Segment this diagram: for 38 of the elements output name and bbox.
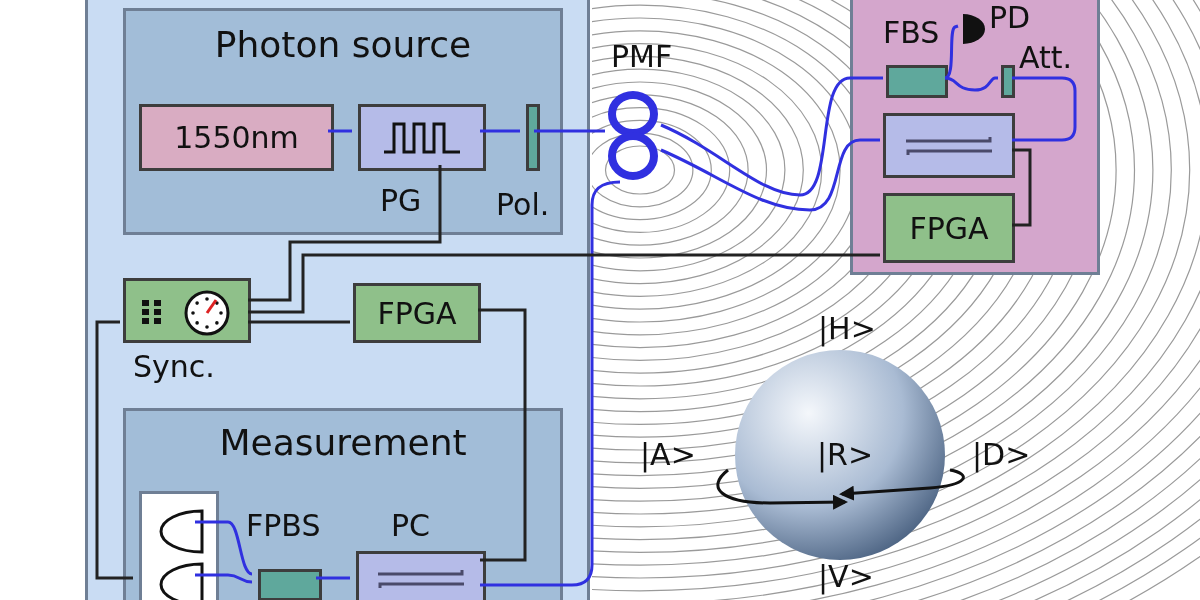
signal-cable [248, 320, 350, 324]
optical-fiber [944, 24, 959, 80]
signal-cable [478, 308, 527, 562]
panel [123, 408, 563, 600]
optical-fiber [316, 576, 350, 580]
panel-title: Measurement [218, 425, 468, 461]
optical-fiber [195, 520, 253, 576]
component-label: FBS [883, 18, 940, 48]
optical-fiber [944, 76, 998, 92]
component-label: Att. [1019, 43, 1073, 73]
optical-fiber [480, 129, 520, 133]
optical-fiber [660, 76, 883, 197]
detector-panel [139, 491, 219, 600]
fpga-box: FPGA [353, 283, 481, 343]
panel [85, 0, 590, 600]
panel [123, 8, 563, 235]
fpga-box: FPGA [883, 193, 1015, 263]
laser-box: 1550nm [139, 104, 334, 171]
signal-cable [1012, 148, 1032, 227]
component-label: PG [380, 186, 422, 216]
detector-symbol [159, 562, 204, 600]
component-label: Sync. [133, 352, 215, 382]
component-label: PD [989, 3, 1031, 33]
optical-fiber [1012, 76, 1077, 142]
optical-fiber [534, 129, 605, 133]
component-label: Pol. [496, 190, 550, 220]
panel-title: Photon source [213, 27, 473, 63]
component-label: FPBS [246, 511, 321, 541]
component-label: PC [391, 511, 431, 541]
signal-cable [248, 253, 880, 314]
signal-cable [248, 165, 442, 302]
optical-fiber [328, 129, 352, 133]
panel [850, 0, 1100, 275]
optical-fiber [195, 573, 253, 584]
optical-fiber [660, 138, 880, 212]
component-label: PMF [611, 42, 673, 72]
detector-symbol [159, 509, 204, 554]
signal-cable [95, 320, 133, 580]
